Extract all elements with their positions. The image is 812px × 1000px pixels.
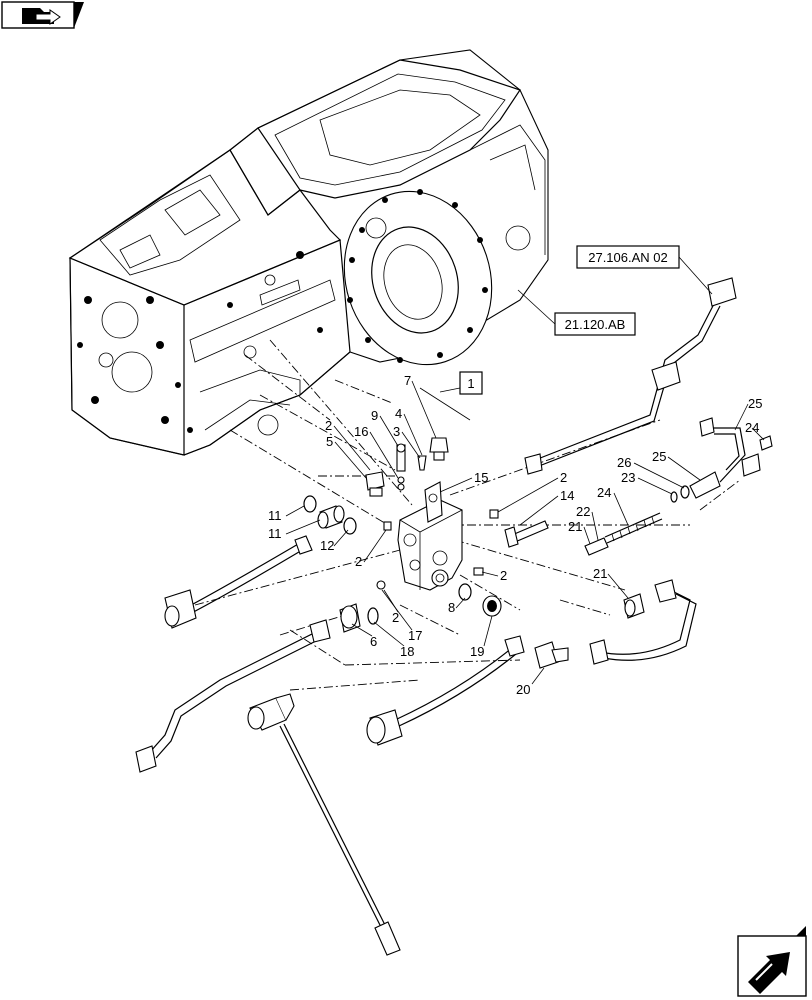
callout-25: 25: [748, 396, 762, 411]
hose-left: [164, 535, 313, 629]
callout-2-c: 2: [355, 554, 362, 569]
callout-11-a: 11: [268, 508, 282, 523]
adapter-23: [689, 471, 721, 499]
reference-box-transmission[interactable]: 27.106.AN 02: [576, 245, 713, 295]
hose-center: [366, 635, 525, 746]
washer-21: [670, 491, 678, 503]
callout-2-b: 2: [560, 470, 567, 485]
plug-2-right: [489, 509, 499, 519]
svg-text:1: 1: [467, 376, 474, 391]
plug-17: [482, 595, 502, 617]
callout-4: 4: [395, 406, 402, 421]
pin-9: [396, 443, 406, 472]
alignment-lines: [194, 339, 741, 691]
pipe-lower-right: [589, 579, 697, 665]
ring-16: [367, 607, 379, 625]
reference-box-group[interactable]: 1: [419, 371, 483, 421]
valve-block: [397, 481, 463, 591]
callout-11-b: 12: [320, 538, 334, 553]
callout-19: 21: [593, 566, 607, 581]
sleeve-10: [317, 505, 345, 529]
svg-text:21.120.AB: 21.120.AB: [565, 317, 626, 332]
callout-7: 6: [370, 634, 377, 649]
pin-20: [584, 537, 609, 556]
callout-16: 18: [400, 644, 414, 659]
callout-26: 26: [617, 455, 631, 470]
callout-6: 7: [404, 373, 411, 388]
callout-2-a: 2: [325, 418, 332, 433]
callouts: 7 4 9 3 16 2 5 15 2 14 11 11 12: [268, 373, 765, 697]
ring-26: [680, 485, 690, 499]
elbow-18: [534, 641, 569, 669]
fitting-19: [623, 593, 645, 619]
callout-24: 24: [745, 420, 759, 435]
reference-box-housing[interactable]: 21.120.AB: [517, 289, 636, 336]
fitting-5: [365, 471, 385, 497]
pipe-25: [699, 417, 761, 483]
ring-14: [397, 476, 405, 491]
callout-15: 17: [408, 628, 422, 643]
callout-21-a: 22: [576, 504, 590, 519]
callout-18: 20: [516, 682, 530, 697]
callout-2-e: 2: [392, 610, 399, 625]
back-arrow-icon[interactable]: [737, 926, 807, 997]
callout-17: 19: [470, 644, 484, 659]
transmission-housing: [68, 49, 549, 456]
folder-arrow-icon[interactable]: [1, 1, 84, 29]
callout-14: 16: [354, 424, 368, 439]
ring-11-upper: [303, 495, 317, 513]
svg-text:27.106.AN 02: 27.106.AN 02: [588, 250, 668, 265]
ring-11-lower: [343, 517, 357, 535]
plug-2-left: [383, 521, 392, 531]
callout-22: 24: [597, 485, 611, 500]
spring-22: [604, 512, 663, 544]
callout-2-d: 2: [500, 568, 507, 583]
callout-13: 15: [474, 470, 488, 485]
sensor-cable: [247, 693, 401, 956]
callout-12: 14: [560, 488, 574, 503]
callout-3: 3: [393, 424, 400, 439]
ring-8: [458, 583, 472, 601]
sensor-7: [339, 603, 361, 633]
callout-8: 8: [448, 600, 455, 615]
ring-15: [376, 580, 386, 590]
pipe-lower-left: [135, 619, 331, 773]
callout-20: 21: [568, 519, 582, 534]
bolt-12: [504, 520, 549, 548]
callout-23: 25: [652, 449, 666, 464]
pin-3: [417, 455, 427, 471]
pipe-upper-right: [524, 277, 737, 475]
callout-5: 5: [326, 434, 333, 449]
callout-10: 11: [268, 526, 282, 541]
callout-9: 9: [371, 408, 378, 423]
plug-2-lower: [473, 567, 484, 576]
fitting-6: [429, 437, 449, 461]
callout-21-b: 23: [621, 470, 635, 485]
